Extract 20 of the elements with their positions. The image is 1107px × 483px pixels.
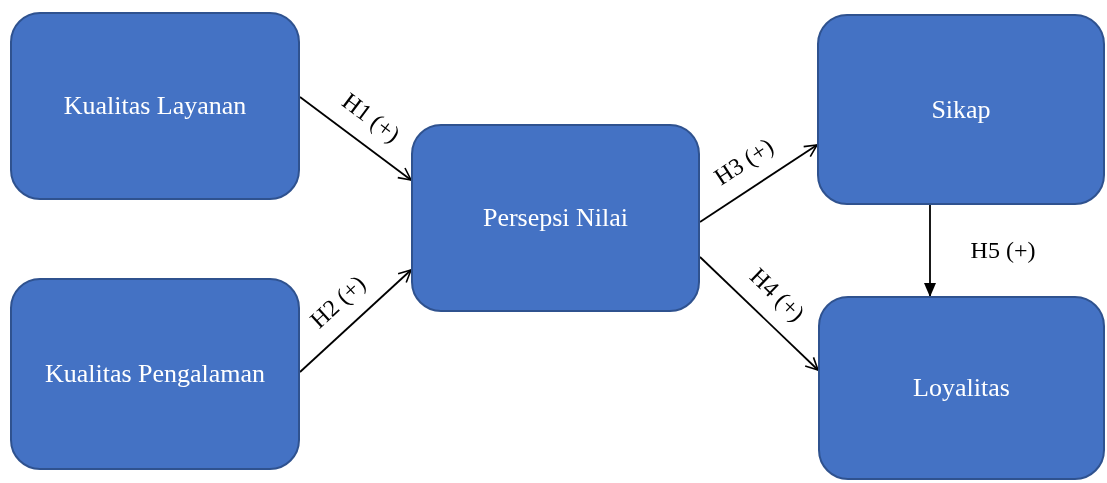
construct-label: Loyalitas	[913, 372, 1010, 405]
construct-label: Persepsi Nilai	[482, 202, 629, 235]
construct-box	[10, 278, 300, 470]
edge-label: H5 (+)	[970, 236, 1036, 264]
arrow	[299, 269, 412, 373]
arrow	[924, 204, 936, 297]
edge-label: H3 (+)	[709, 132, 779, 191]
construct-box	[10, 12, 300, 200]
arrow	[299, 96, 412, 181]
edge-label: H2 (+)	[304, 269, 371, 334]
construct-box	[817, 14, 1105, 205]
arrow	[699, 256, 819, 371]
edge-label: H4 (+)	[744, 262, 810, 327]
construct-label: Kualitas Pengalaman	[44, 358, 266, 391]
construct-label: Kualitas Layanan	[63, 90, 247, 123]
construct-label: Sikap	[931, 93, 991, 126]
construct-box	[411, 124, 700, 312]
edge-label: H1 (+)	[337, 87, 406, 148]
construct-box	[818, 296, 1105, 480]
arrow	[699, 144, 818, 223]
